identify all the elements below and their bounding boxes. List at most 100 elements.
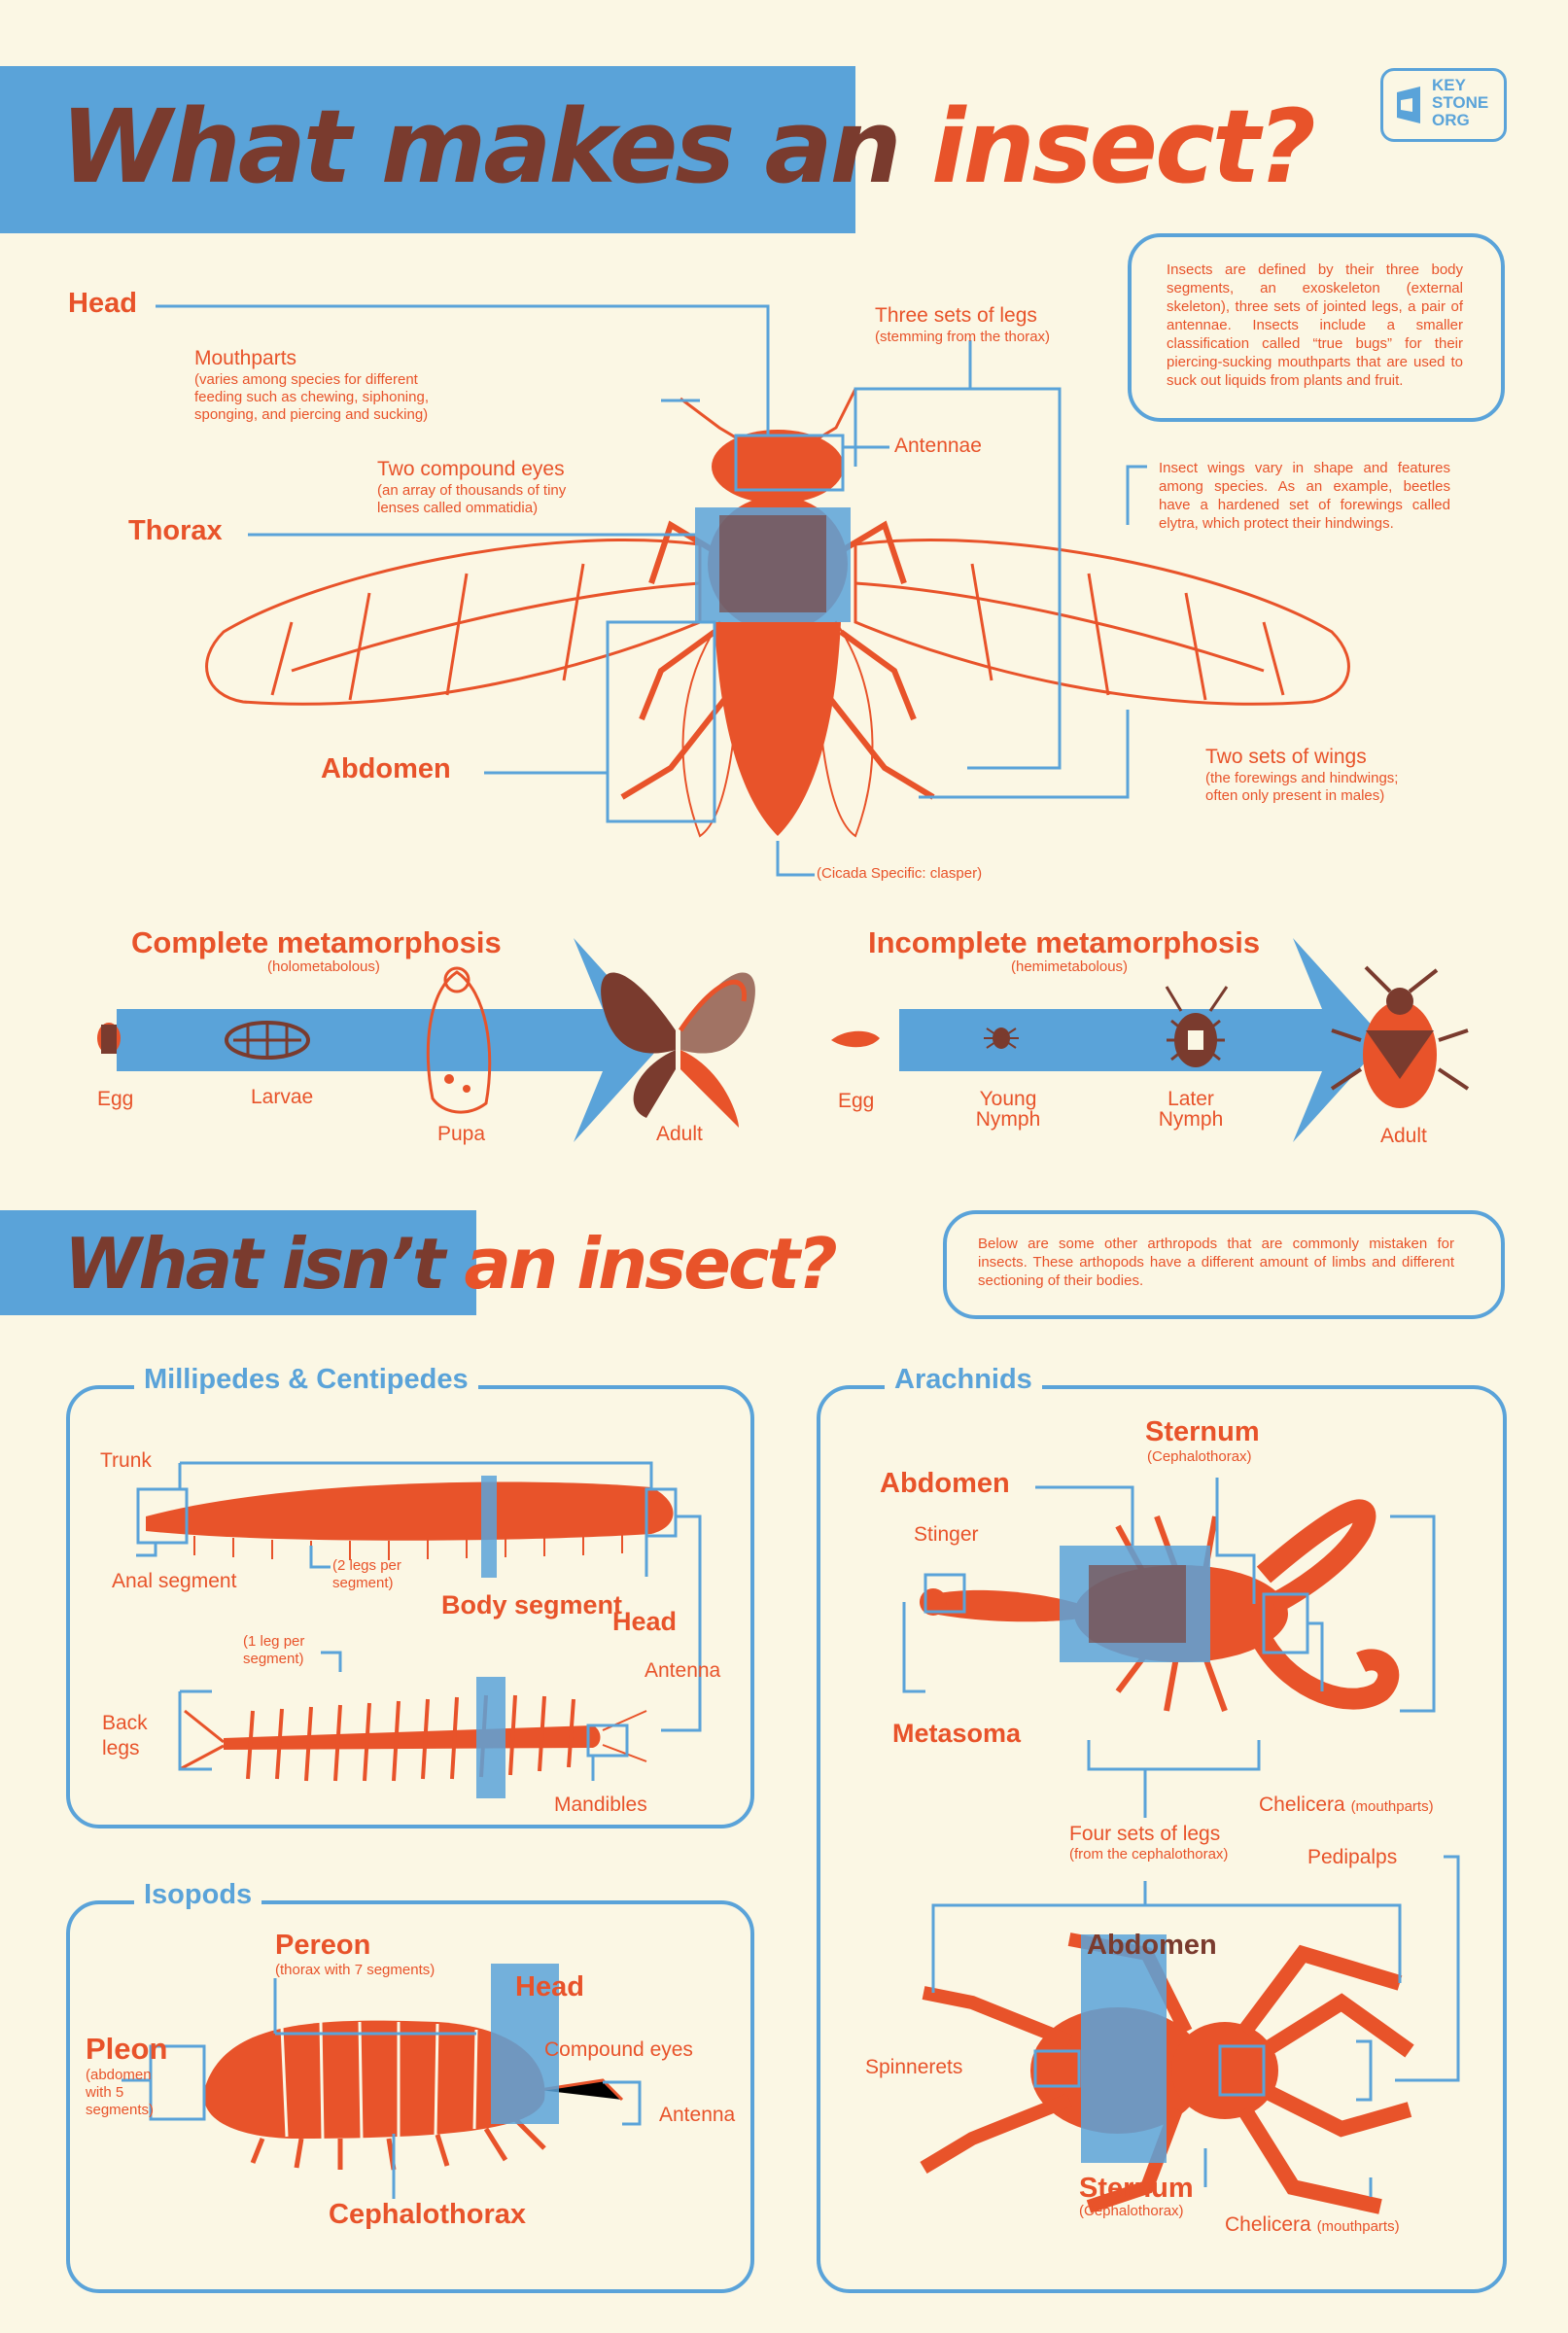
millipede-body — [146, 1481, 674, 1541]
intro2-text: Below are some other arthropods that are… — [978, 1236, 1454, 1289]
complete-title: Complete metamorphosis — [131, 925, 502, 959]
wings-label: Two sets of wings — [1205, 746, 1367, 768]
intro-text: Insects are defined by their three body … — [1167, 261, 1463, 389]
keystone-logo: KEY STONE ORG — [1380, 68, 1507, 142]
logo-mark-icon — [1397, 87, 1420, 123]
incomplete-sub: (hemimetabolous) — [1011, 958, 1129, 975]
page-title: What makes an insect? — [60, 84, 1316, 210]
cicada-legs — [620, 520, 935, 800]
complete-stage-larvae: Larvae — [251, 1086, 314, 1108]
compound-eyes-note: (an array of thousands of tiny lenses ca… — [377, 482, 567, 516]
arachnids-box — [817, 1385, 1507, 2293]
complete-arrow — [117, 938, 666, 1142]
left-wing — [205, 539, 702, 706]
anal-segment-label: Anal segment — [112, 1570, 237, 1592]
stinger-label: Stinger — [914, 1523, 979, 1546]
pereon-note: (thorax with 7 segments) — [275, 1962, 436, 1978]
isopod-head-highlight — [491, 1964, 559, 2124]
section2-title-part1: What isn’t — [64, 1223, 445, 1305]
complete-stage-adult: Adult — [656, 1123, 703, 1145]
centipede-body — [224, 1725, 601, 1750]
incomplete-stage-egg: Egg — [838, 1090, 875, 1112]
chelicera-text: Chelicera — [1259, 1793, 1345, 1816]
logo-line1: KEY — [1432, 76, 1466, 94]
legs-note: (stemming from the thorax) — [875, 329, 1051, 345]
tarantula-sternum-label: Sternum — [1079, 2173, 1194, 2204]
antenna-label: Antenna — [645, 1659, 721, 1682]
tarantula-abdomen-label: Abdomen — [1087, 1930, 1217, 1961]
legs-per-segment-2: (2 legs per segment) — [332, 1557, 401, 1591]
complete-stage-egg: Egg — [97, 1088, 134, 1110]
incomplete-arrow — [899, 938, 1385, 1142]
back-legs-label: Back legs — [102, 1712, 148, 1759]
right-wing — [854, 539, 1350, 706]
complete-sub: (holometabolous) — [267, 958, 380, 975]
clasper-label: (Cicada Specific: clasper) — [817, 865, 983, 882]
incomplete-title: Incomplete metamorphosis — [868, 925, 1261, 959]
tarantula-chelicera-text: Chelicera — [1225, 2213, 1311, 2236]
pedipalps-label: Pedipalps — [1307, 1846, 1398, 1868]
compound-eyes-label: Two compound eyes — [377, 458, 565, 480]
logo-line2: STONE — [1432, 93, 1489, 112]
page-title-part1: What makes an — [60, 87, 902, 206]
scorpion-abdomen-label: Abdomen — [880, 1468, 1010, 1499]
section2-title: What isn’t an insect? — [64, 1215, 838, 1312]
cicada-thorax-label: Thorax — [128, 515, 223, 546]
isopod-antenna-label: Antenna — [659, 2104, 736, 2126]
pleon-note: (abdomen with 5 segments) — [86, 2067, 155, 2118]
mouthparts-note: (varies among species for different feed… — [194, 371, 429, 423]
millipede-head-label: Head — [612, 1607, 678, 1636]
wing-note: Insect wings vary in shape and features … — [1159, 460, 1450, 532]
scorpion-sternum-label: Sternum — [1145, 1416, 1260, 1447]
cephalothorax-label: Cephalothorax — [329, 2199, 527, 2230]
tarantula-sternum-note: (Cephalothorax) — [1079, 2203, 1184, 2219]
isopod-body — [203, 2020, 545, 2139]
incomplete-stage-young-nymph: Young Nymph — [975, 1088, 1041, 1131]
millipede-segment-highlight — [481, 1476, 497, 1578]
mouthparts-label: Mouthparts — [194, 347, 297, 369]
chelicera-label: Chelicera (mouthparts) — [1259, 1794, 1434, 1817]
cicada-head-label: Head — [68, 288, 137, 319]
egg2-mark — [831, 1030, 880, 1048]
later-nymph-mark — [1165, 986, 1229, 1067]
chelicera-note: (mouthparts) — [1350, 1798, 1434, 1815]
young-nymph-mark — [984, 1027, 1019, 1049]
pereon-label: Pereon — [275, 1930, 371, 1961]
title-banner — [0, 66, 855, 233]
incomplete-stage-later-nymph: Later Nymph — [1158, 1088, 1224, 1131]
isopod-head-label: Head — [515, 1971, 584, 2002]
isopod-eyes-label: Compound eyes — [544, 2038, 693, 2061]
incomplete-stage-adult: Adult — [1380, 1125, 1427, 1147]
tarantula-chelicera-note: (mouthparts) — [1316, 2218, 1400, 2235]
antennae-label: Antennae — [894, 435, 982, 457]
cicada-head — [712, 430, 844, 504]
cicada-abdomen — [714, 622, 841, 836]
mandibles-label: Mandibles — [554, 1793, 647, 1816]
wings-note: (the forewings and hindwings; often only… — [1205, 770, 1399, 804]
legs-per-segment-1: (1 leg per segment) — [243, 1633, 305, 1667]
section2-title-part2: an insect? — [464, 1223, 837, 1305]
page-title-part2: insect? — [930, 87, 1316, 206]
metasoma-label: Metasoma — [892, 1719, 1022, 1748]
spinnerets-label: Spinnerets — [865, 2056, 963, 2078]
trunk-label: Trunk — [100, 1449, 152, 1472]
arachnids-title: Arachnids — [894, 1364, 1032, 1395]
tarantula-abdomen-highlight — [1081, 1934, 1167, 2163]
four-legs-label: Four sets of legs — [1069, 1823, 1221, 1845]
pupa-mark — [426, 970, 492, 1114]
legs-label: Three sets of legs — [875, 304, 1037, 327]
isopods-title: Isopods — [144, 1879, 253, 1910]
complete-stage-pupa: Pupa — [437, 1123, 486, 1145]
cicada-abdomen-label: Abdomen — [321, 753, 451, 784]
scorpion-sternum-note: (Cephalothorax) — [1147, 1448, 1252, 1465]
intro-box — [1128, 233, 1505, 422]
intro2-box — [943, 1210, 1505, 1319]
pleon-label: Pleon — [86, 2032, 168, 2066]
logo-line3: ORG — [1432, 111, 1470, 129]
title2-banner — [0, 1210, 476, 1315]
